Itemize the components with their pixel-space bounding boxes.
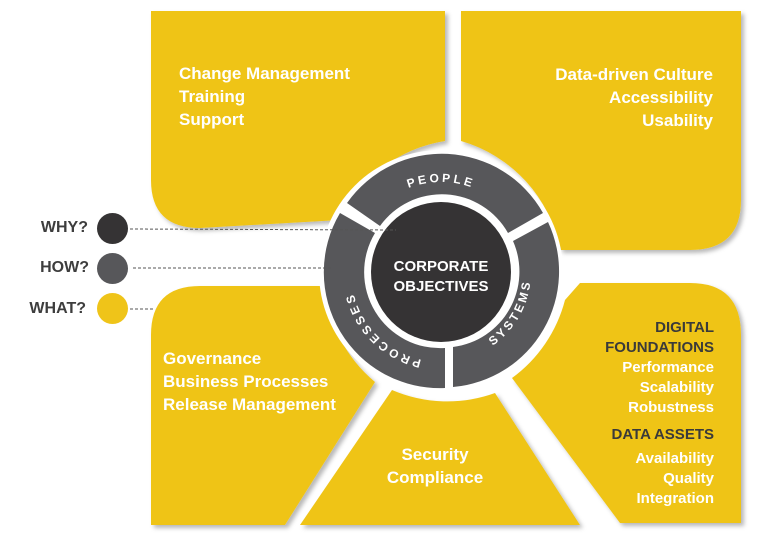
systems-heading-foundations: FOUNDATIONS — [605, 339, 714, 356]
how-dot-icon — [97, 253, 128, 284]
list-item: Quality — [663, 470, 714, 487]
list-item: Data-driven Culture — [555, 65, 713, 84]
list-item: Integration — [636, 490, 715, 507]
list-item: Usability — [642, 111, 713, 130]
core-label: CORPORATE OBJECTIVES — [361, 257, 521, 297]
panel-systems — [512, 283, 741, 523]
why-connector — [129, 228, 397, 231]
list-item: Compliance — [386, 468, 484, 487]
legend-what-label: WHAT? — [29, 300, 86, 317]
core-line-1: CORPORATE — [393, 258, 489, 275]
what-dot-icon — [97, 293, 128, 324]
processes-text: Governance Business Processes Release Ma… — [163, 347, 336, 416]
ring-segment-systems — [453, 222, 560, 387]
why-dot-icon — [97, 213, 128, 244]
systems-text: DIGITAL FOUNDATIONS Performance Scalabil… — [560, 318, 714, 509]
ring-segment-processes — [323, 213, 445, 389]
people-left-text: Change Management Training Support — [179, 62, 350, 131]
ring-segment-people — [347, 153, 543, 233]
list-item: Performance — [622, 359, 714, 376]
core-line-2: OBJECTIVES — [393, 278, 489, 295]
svg-text:PEOPLE: PEOPLE — [405, 171, 477, 191]
list-item: Release Management — [163, 395, 336, 414]
list-item: Availability — [635, 450, 714, 467]
list-item: Scalability — [639, 379, 714, 396]
ring-label-people: PEOPLE — [405, 171, 474, 191]
ring — [323, 153, 560, 389]
legend-why-label: WHY? — [40, 219, 88, 236]
core-circle — [371, 202, 511, 342]
list-item: Support — [179, 110, 245, 129]
people-right-text: Data-driven Culture Accessibility Usabil… — [500, 63, 713, 132]
list-item: Accessibility — [609, 88, 713, 107]
panel-security — [300, 390, 580, 525]
list-item: Robustness — [628, 399, 714, 416]
systems-heading-digital: DIGITAL — [655, 319, 714, 336]
panel-people-right — [461, 11, 741, 250]
systems-heading-data-assets: DATA ASSETS — [611, 426, 714, 443]
list-item: Change Management — [179, 64, 350, 83]
legend-how-label: HOW? — [40, 259, 89, 276]
list-item: Business Processes — [163, 372, 329, 391]
list-item: Governance — [163, 349, 262, 368]
list-item: Security — [401, 445, 469, 464]
panel-processes — [151, 286, 375, 525]
security-text: Security Compliance — [370, 443, 500, 489]
list-item: Training — [179, 87, 246, 106]
